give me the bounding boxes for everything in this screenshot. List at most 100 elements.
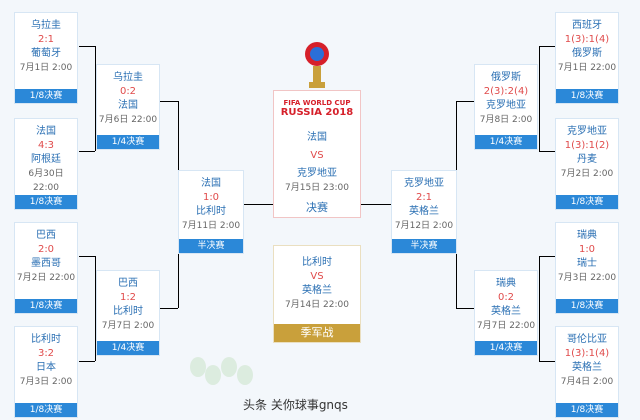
footer-watermark: 头条 关你球事gnqs: [243, 398, 348, 412]
round-label: 1/8决赛: [556, 89, 618, 103]
score: 1:0: [578, 244, 596, 255]
connector-line: [361, 204, 391, 205]
match-card-sf-left[interactable]: 法国 1:0 比利时 7月11日 2:00 半决赛: [178, 170, 244, 254]
third-vs: VS: [310, 271, 324, 282]
score: 2:1: [37, 34, 55, 45]
team-b: 阿根廷: [31, 154, 61, 165]
match-card-r16-left-2[interactable]: 法国 4:3 阿根廷 6月30日 22:00 1/8决赛: [14, 118, 78, 210]
connector-line: [79, 46, 95, 47]
match-time: 7月2日 2:00: [560, 169, 614, 179]
team-b: 英格兰: [409, 206, 439, 217]
score: 1:0: [202, 192, 220, 203]
match-card-qf-right-1[interactable]: 俄罗斯 2(3):2(4) 克罗地亚 7月8日 2:00 1/4决赛: [474, 64, 538, 150]
team-b: 墨西哥: [31, 258, 61, 269]
match-card-qf-left-1[interactable]: 乌拉圭 0:2 法国 7月6日 22:00 1/4决赛: [96, 64, 160, 150]
world-cup-trophy-icon: [305, 42, 329, 88]
team-b: 俄罗斯: [572, 48, 602, 59]
match-time: 6月30日 22:00: [28, 169, 64, 193]
team-b: 比利时: [196, 206, 226, 217]
team-b: 法国: [118, 100, 138, 111]
connector-line: [95, 46, 96, 151]
team-a: 西班牙: [572, 20, 602, 31]
score: 4:3: [37, 140, 55, 151]
tree-decoration-icon: [237, 365, 253, 385]
team-a: 瑞典: [577, 230, 597, 241]
match-card-sf-right[interactable]: 克罗地亚 2:1 英格兰 7月12日 2:00 半决赛: [391, 170, 457, 254]
match-time: 7月6日 22:00: [98, 115, 158, 125]
team-a: 俄罗斯: [491, 72, 521, 83]
match-time: 7月3日 22:00: [557, 273, 617, 283]
third-team-b: 英格兰: [302, 285, 332, 296]
match-card-r16-right-3[interactable]: 瑞典 1:0 瑞士 7月3日 22:00 1/8决赛: [555, 222, 619, 314]
score: 1:2: [119, 292, 137, 303]
round-label: 1/8决赛: [15, 89, 77, 103]
match-card-r16-left-3[interactable]: 巴西 2:0 墨西哥 7月2日 22:00 1/8决赛: [14, 222, 78, 314]
connector-line: [456, 101, 474, 102]
final-card[interactable]: FIFA WORLD CUP RUSSIA 2018 法国 VS 克罗地亚 7月…: [273, 90, 361, 218]
match-time: 7月7日 22:00: [476, 321, 536, 331]
match-card-r16-left-1[interactable]: 乌拉圭 2:1 葡萄牙 7月1日 2:00 1/8决赛: [14, 12, 78, 104]
team-a: 巴西: [36, 230, 56, 241]
connector-line: [456, 308, 474, 309]
connector-line: [79, 256, 95, 257]
score: 2(3):2(4): [483, 86, 529, 97]
score: 0:2: [119, 86, 137, 97]
round-label: 1/8决赛: [556, 195, 618, 209]
round-label: 1/4决赛: [475, 341, 537, 355]
team-a: 克罗地亚: [567, 126, 607, 137]
score: 3:2: [37, 348, 55, 359]
team-a: 哥伦比亚: [567, 334, 607, 345]
connector-line: [539, 256, 555, 257]
round-label: 1/8决赛: [15, 299, 77, 313]
team-b: 英格兰: [572, 362, 602, 373]
team-a: 巴西: [118, 278, 138, 289]
round-label: 1/4决赛: [97, 135, 159, 149]
team-a: 乌拉圭: [113, 72, 143, 83]
third-round-label: 季军战: [274, 324, 360, 342]
connector-line: [539, 151, 555, 152]
match-time: 7月4日 2:00: [560, 377, 614, 387]
team-b: 日本: [36, 362, 56, 373]
round-label: 1/8决赛: [556, 403, 618, 417]
final-round-label: 决赛: [274, 199, 360, 217]
round-label: 1/4决赛: [97, 341, 159, 355]
score: 2:1: [415, 192, 433, 203]
match-card-qf-left-2[interactable]: 巴西 1:2 比利时 7月7日 2:00 1/4决赛: [96, 270, 160, 356]
connector-line: [79, 151, 95, 152]
connector-line: [160, 101, 178, 102]
final-team-a: 法国: [307, 132, 327, 143]
tree-decoration-icon: [190, 357, 206, 377]
connector-line: [539, 46, 555, 47]
team-a: 法国: [201, 178, 221, 189]
match-card-r16-right-2[interactable]: 克罗地亚 1(3):1(2) 丹麦 7月2日 2:00 1/8决赛: [555, 118, 619, 210]
match-card-r16-left-4[interactable]: 比利时 3:2 日本 7月3日 2:00 1/8决赛: [14, 326, 78, 418]
match-time: 7月8日 2:00: [479, 115, 533, 125]
score: 1(3):1(4): [564, 34, 610, 45]
match-time: 7月1日 2:00: [19, 63, 73, 73]
match-time: 7月1日 22:00: [557, 63, 617, 73]
connector-line: [79, 361, 95, 362]
match-card-qf-right-2[interactable]: 瑞典 0:2 英格兰 7月7日 22:00 1/4决赛: [474, 270, 538, 356]
final-time: 7月15日 23:00: [285, 183, 349, 193]
score: 0:2: [497, 292, 515, 303]
cup-title: RUSSIA 2018: [280, 107, 354, 118]
final-vs: VS: [310, 150, 324, 161]
match-card-r16-right-4[interactable]: 哥伦比亚 1(3):1(4) 英格兰 7月4日 2:00 1/8决赛: [555, 326, 619, 418]
match-card-r16-right-1[interactable]: 西班牙 1(3):1(4) 俄罗斯 7月1日 22:00 1/8决赛: [555, 12, 619, 104]
match-time: 7月11日 2:00: [181, 221, 241, 231]
team-a: 法国: [36, 126, 56, 137]
round-label: 1/8决赛: [556, 299, 618, 313]
match-time: 7月3日 2:00: [19, 377, 73, 387]
cup-subtitle: FIFA WORLD CUP: [283, 99, 351, 107]
team-b: 比利时: [113, 306, 143, 317]
tree-decoration-icon: [205, 365, 221, 385]
connector-line: [95, 256, 96, 361]
team-b: 英格兰: [491, 306, 521, 317]
match-time: 7月7日 2:00: [101, 321, 155, 331]
match-time: 7月2日 22:00: [16, 273, 76, 283]
round-label: 1/4决赛: [475, 135, 537, 149]
third-place-card[interactable]: 比利时 VS 英格兰 7月14日 22:00 季军战: [273, 245, 361, 343]
team-b: 瑞士: [577, 258, 597, 269]
score: 2:0: [37, 244, 55, 255]
connector-line: [539, 256, 540, 361]
